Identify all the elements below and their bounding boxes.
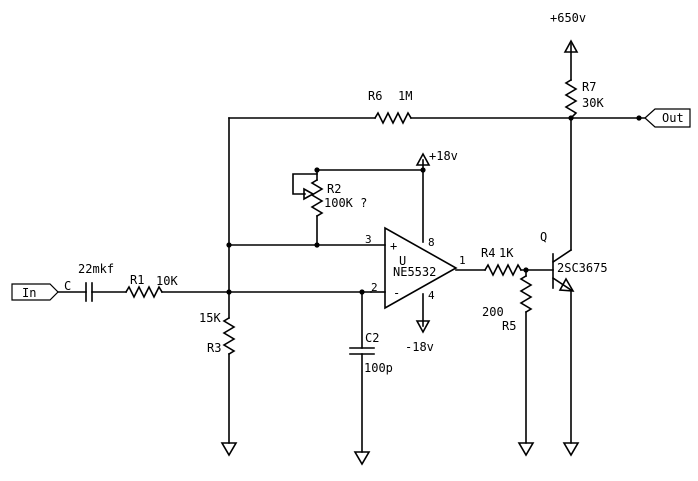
q-ref: Q — [540, 230, 547, 244]
opamp-minus: - — [393, 286, 400, 300]
output-port: Out — [644, 108, 691, 128]
r2-value: 100K ? — [324, 196, 367, 210]
opamp-pin8: 8 — [428, 236, 435, 249]
ground-symbol-r5 — [517, 442, 535, 457]
r3-value: 15K — [199, 311, 221, 325]
opamp-part: NE5532 — [393, 265, 436, 279]
opamp-pin1: 1 — [459, 254, 466, 267]
junction-input-bus — [226, 289, 232, 295]
capacitor-c2: C2 100p — [349, 331, 393, 375]
c-input-ref: C — [64, 279, 71, 293]
r1-value: 10K — [156, 274, 178, 288]
ground-symbol-c2 — [353, 451, 371, 466]
junction-out — [636, 115, 642, 121]
resistor-r5: 200 R5 — [482, 274, 533, 333]
r2-ref: R2 — [327, 182, 341, 196]
opamp-pin4: 4 — [428, 289, 435, 302]
opamp-pin3: 3 — [365, 233, 372, 246]
transistor-q: Q 2SC3675 — [540, 230, 608, 292]
q-part: 2SC3675 — [557, 261, 608, 275]
neg-supply-arrow — [415, 293, 431, 334]
resistor-r3: 15K R3 — [199, 311, 236, 356]
resistor-r1: R1 10K — [124, 273, 178, 299]
r6-ref: R6 — [368, 89, 382, 103]
r5-ref: R5 — [502, 319, 516, 333]
ground-symbol-emitter — [562, 442, 580, 457]
pos-supply-arrow — [415, 152, 431, 243]
r7-ref: R7 — [582, 80, 596, 94]
c-input-value: 22mkf — [78, 262, 114, 276]
r4-value: 1K — [499, 246, 514, 260]
ground-symbol-r3 — [220, 442, 238, 457]
opamp-plus: + — [390, 239, 397, 253]
resistor-r2-pot: R2 100K ? — [292, 173, 367, 218]
r5-value: 200 — [482, 305, 504, 319]
r7-value: 30K — [582, 96, 604, 110]
resistor-r4: R4 1K — [481, 246, 523, 277]
hv-supply-label: +650v — [550, 11, 586, 25]
c2-ref: C2 — [365, 331, 379, 345]
r1-ref: R1 — [130, 273, 144, 287]
resistor-r6: R6 1M — [368, 89, 412, 125]
capacitor-c-input: C 22mkf — [64, 262, 114, 302]
r3-ref: R3 — [207, 341, 221, 355]
neg-supply-label: -18v — [405, 340, 434, 354]
opamp-ne5532: 3 + 8 U NE5532 - 2 4 1 — [365, 226, 466, 310]
hv-supply-arrow — [563, 39, 579, 81]
r4-ref: R4 — [481, 246, 495, 260]
input-port: In — [11, 283, 59, 301]
opamp-pin2: 2 — [371, 281, 378, 294]
output-port-label: Out — [662, 111, 684, 125]
opamp-ref: U — [399, 254, 406, 268]
input-port-label: In — [22, 286, 36, 300]
r6-value: 1M — [398, 89, 412, 103]
resistor-r7: R7 30K — [564, 78, 604, 120]
pos-supply-label: +18v — [429, 149, 458, 163]
c2-value: 100p — [364, 361, 393, 375]
